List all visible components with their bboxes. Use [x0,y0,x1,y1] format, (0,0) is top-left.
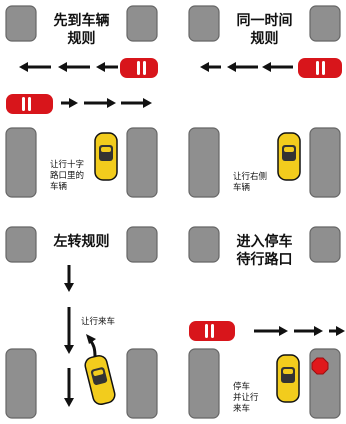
arrow-icon [19,62,118,72]
intersection-diagram-4 [188,226,345,419]
panel-stop-intersection-rule: 进入停车 待行路口 停车 并让行 来车 [183,221,346,424]
yellow-car-icon [277,132,301,181]
yield-note: 让行右侧 车辆 [233,172,268,193]
intersection-diagram-1 [5,5,158,198]
red-car-icon [189,321,235,341]
red-car-icon [6,94,53,114]
stop-sign-icon [311,357,329,375]
yield-note: 让行十字 路口里的 车辆 [50,160,85,192]
panel-left-turn-rule: 左转规则 让行来车 [0,221,163,424]
arrow-icon [200,62,293,72]
yellow-car-icon [276,354,300,403]
panel-title: 进入停车 待行路口 [236,234,293,268]
arrow-icon [86,334,97,358]
panel-first-arrival-rule: 先到车辆 规则 让行十字 路口里的 车辆 [0,0,163,203]
arrow-icon [64,265,74,407]
intersection-diagram-3 [5,226,158,419]
red-car-icon [298,58,342,78]
yield-note: 停车 并让行 来车 [233,382,259,414]
arrow-icon [61,98,152,108]
yellow-car-icon [84,354,116,406]
panel-title: 同一时间 规则 [236,13,293,47]
panel-same-time-rule: 同一时间 规则 让行右侧 车辆 [183,0,346,203]
yield-note: 让行来车 [81,317,116,327]
panel-title: 先到车辆 规则 [53,13,110,47]
red-car-icon [120,58,158,78]
intersection-diagram-2 [188,5,342,198]
arrow-icon [254,326,345,336]
panel-title: 左转规则 [53,234,110,250]
yellow-car-icon [94,132,118,181]
